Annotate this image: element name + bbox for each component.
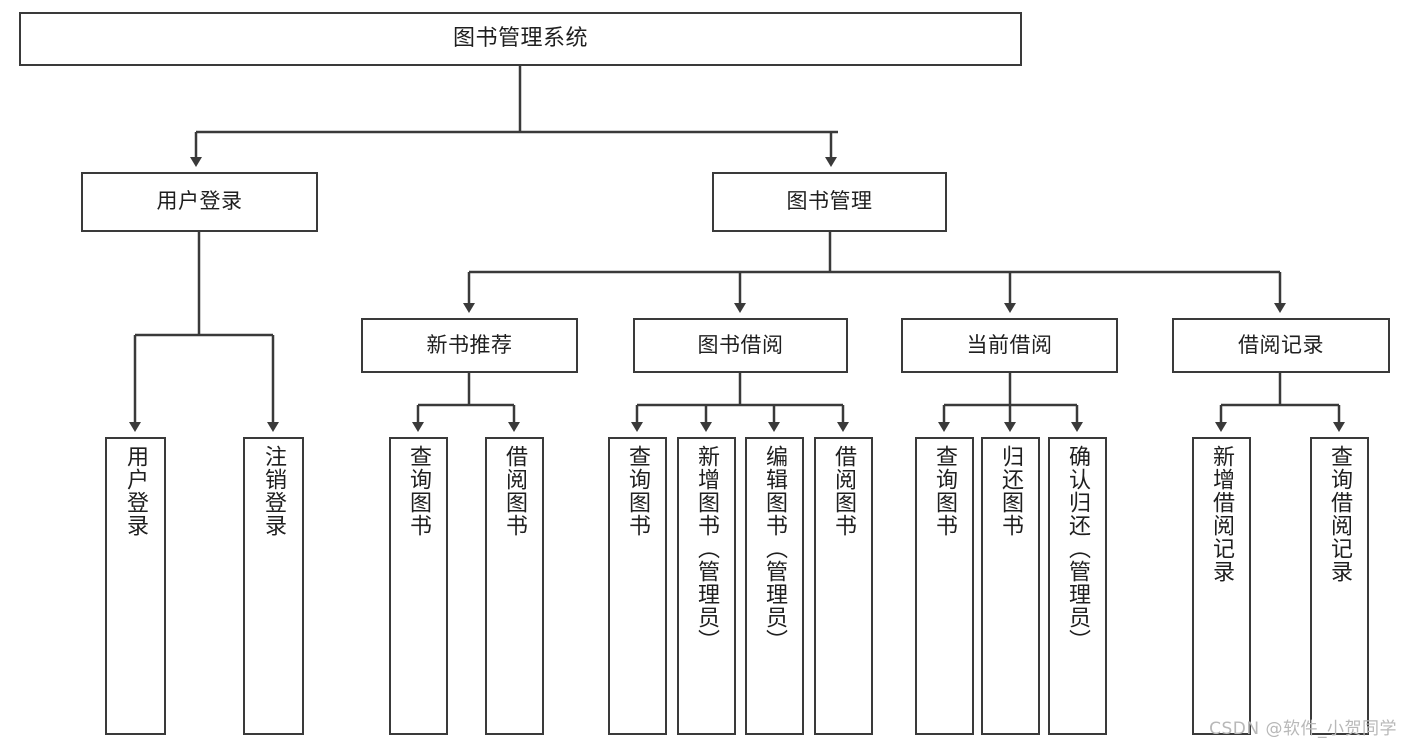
node-leaf-borrow-book-1[interactable]: 借阅图书 [485, 437, 544, 735]
node-leaf-query-book-2-label: 查询图书 [625, 445, 651, 537]
node-user-login[interactable]: 用户登录 [81, 172, 318, 232]
node-user-login-label: 用户登录 [156, 189, 243, 214]
node-leaf-edit-book[interactable]: 编辑图书（管理员） [745, 437, 804, 735]
node-book-manage-label: 图书管理 [786, 189, 873, 214]
node-current-borrow[interactable]: 当前借阅 [901, 318, 1118, 373]
node-book-borrow-label: 图书借阅 [697, 332, 784, 357]
node-book-borrow[interactable]: 图书借阅 [633, 318, 848, 373]
node-root[interactable]: 图书管理系统 [19, 12, 1022, 66]
node-leaf-query-record[interactable]: 查询借阅记录 [1310, 437, 1369, 735]
node-leaf-return-book-label: 归还图书 [998, 445, 1024, 537]
node-leaf-user-logout-label: 注销登录 [261, 445, 287, 537]
node-leaf-return-book[interactable]: 归还图书 [981, 437, 1040, 735]
node-borrow-record[interactable]: 借阅记录 [1172, 318, 1390, 373]
node-leaf-add-book[interactable]: 新增图书（管理员） [677, 437, 736, 735]
node-leaf-confirm-return[interactable]: 确认归还（管理员） [1048, 437, 1107, 735]
node-new-book-rec[interactable]: 新书推荐 [361, 318, 578, 373]
node-leaf-query-book-1[interactable]: 查询图书 [389, 437, 448, 735]
node-leaf-borrow-book-1-label: 借阅图书 [502, 445, 528, 537]
node-leaf-add-book-label: 新增图书（管理员） [694, 445, 720, 652]
node-leaf-add-record-label: 新增借阅记录 [1209, 445, 1235, 583]
node-leaf-query-book-2[interactable]: 查询图书 [608, 437, 667, 735]
node-leaf-user-login-label: 用户登录 [123, 445, 149, 537]
watermark: CSDN @软件_小贺同学 [1209, 719, 1397, 739]
node-leaf-borrow-book-2-label: 借阅图书 [831, 445, 857, 537]
node-leaf-user-login[interactable]: 用户登录 [105, 437, 166, 735]
node-new-book-rec-label: 新书推荐 [426, 332, 513, 357]
node-book-manage[interactable]: 图书管理 [712, 172, 947, 232]
node-leaf-query-book-3[interactable]: 查询图书 [915, 437, 974, 735]
node-leaf-user-logout[interactable]: 注销登录 [243, 437, 304, 735]
node-leaf-query-book-1-label: 查询图书 [406, 445, 432, 537]
node-leaf-add-record[interactable]: 新增借阅记录 [1192, 437, 1251, 735]
node-leaf-edit-book-label: 编辑图书（管理员） [762, 445, 788, 652]
node-borrow-record-label: 借阅记录 [1238, 332, 1324, 357]
node-leaf-confirm-return-label: 确认归还（管理员） [1065, 445, 1091, 652]
node-leaf-borrow-book-2[interactable]: 借阅图书 [814, 437, 873, 735]
node-root-label: 图书管理系统 [452, 25, 588, 51]
node-leaf-query-record-label: 查询借阅记录 [1327, 445, 1353, 583]
node-leaf-query-book-3-label: 查询图书 [932, 445, 958, 537]
node-current-borrow-label: 当前借阅 [966, 332, 1053, 357]
